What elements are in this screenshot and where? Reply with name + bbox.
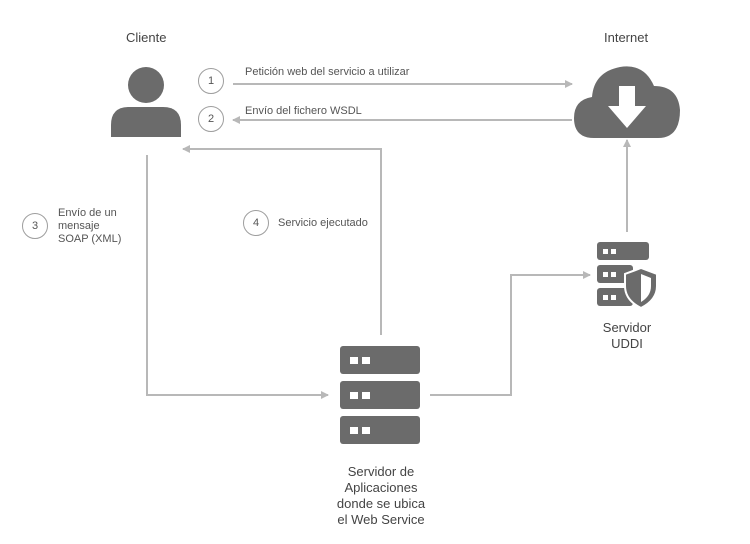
- step-4-badge: 4: [243, 210, 269, 236]
- step-1-text: Petición web del servicio a utilizar: [245, 66, 410, 78]
- arrow-app-to-uddi: [430, 271, 591, 396]
- user-icon: [111, 67, 181, 137]
- uddi-label: Servidor UDDI: [577, 320, 677, 352]
- client-label: Cliente: [126, 30, 167, 45]
- server-stack-icon: [340, 346, 420, 444]
- arrow-step-3: [146, 155, 329, 399]
- step-2-badge: 2: [198, 106, 224, 132]
- step-3-text: Envío de un mensaje SOAP (XML): [58, 207, 121, 246]
- app-server-label-line4: el Web Service: [337, 512, 425, 527]
- server-shield-icon: [597, 242, 658, 310]
- app-server-label-line1: Servidor de: [347, 464, 415, 479]
- app-server-label-line3: donde se ubica: [336, 496, 426, 511]
- step-3-badge: 3: [22, 213, 48, 239]
- app-server-label: Servidor de Aplicaciones donde se ubica …: [311, 464, 451, 528]
- app-server-label-line2: Aplicaciones: [344, 480, 418, 495]
- step-3-text-line1: Envío de un: [58, 207, 117, 219]
- cloud-download-icon: [574, 66, 680, 138]
- internet-label: Internet: [604, 30, 649, 45]
- uddi-label-line2: UDDI: [611, 336, 643, 351]
- arrow-step-4: [182, 145, 382, 335]
- uddi-label-line1: Servidor: [602, 320, 652, 335]
- step-1-badge: 1: [198, 68, 224, 94]
- step-2-text: Envío del fichero WSDL: [245, 105, 362, 117]
- step-3-text-line2: mensaje: [58, 220, 100, 232]
- step-4-text: Servicio ejecutado: [278, 217, 368, 229]
- step-3-text-line3: SOAP (XML): [58, 233, 122, 245]
